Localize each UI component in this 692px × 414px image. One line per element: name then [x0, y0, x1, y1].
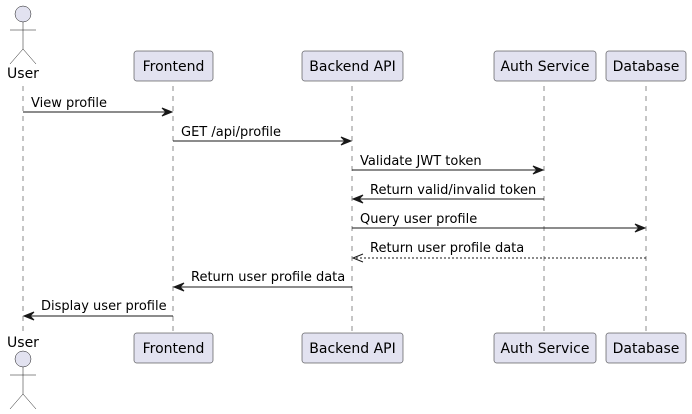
participant-backend-api-bottom: Backend API	[301, 332, 404, 364]
actor-icon	[9, 5, 37, 65]
message-query-user-profile: Query user profile	[352, 212, 647, 233]
participant-database-bottom: Database	[605, 332, 687, 364]
participant-database-label-top: Database	[613, 59, 680, 75]
message-label: Display user profile	[41, 299, 167, 314]
participant-box	[133, 332, 214, 364]
arrowhead-right-icon	[532, 165, 545, 175]
message-label: Validate JWT token	[360, 154, 482, 169]
participant-auth-service-top: Auth Service	[493, 50, 597, 82]
message-view-profile: View profile	[23, 96, 174, 117]
participant-backend-api-label-top: Backend API	[309, 59, 395, 75]
participant-box	[493, 50, 597, 82]
message-return-user-profile-data-api: Return user profile data	[172, 270, 352, 292]
message-return-user-profile-data-db: Return user profile data	[351, 241, 646, 263]
lifelines	[22, 86, 647, 334]
arrowhead-left-icon	[351, 194, 364, 204]
participant-frontend-label-top: Frontend	[143, 59, 205, 75]
arrowhead-left-icon	[172, 282, 185, 292]
message-get-api-profile: GET /api/profile	[173, 125, 353, 146]
participant-backend-api-label-bottom: Backend API	[309, 341, 395, 357]
actor-head	[14, 350, 32, 368]
participant-box	[605, 50, 687, 82]
arrowhead-right-icon	[161, 107, 174, 117]
participant-auth-service-bottom: Auth Service	[493, 332, 597, 364]
message-label: Query user profile	[360, 212, 477, 227]
message-return-valid-invalid-token: Return valid/invalid token	[351, 183, 544, 204]
participant-frontend-label-bottom: Frontend	[143, 341, 205, 357]
participant-frontend-top: Frontend	[133, 50, 214, 82]
message-label: Return user profile data	[191, 270, 345, 285]
message-label: Return valid/invalid token	[370, 183, 536, 198]
message-validate-jwt-token: Validate JWT token	[352, 154, 545, 175]
participant-database-label-bottom: Database	[613, 341, 680, 357]
actor-user-bottom: User	[7, 335, 39, 410]
actor-user-top: User	[7, 5, 39, 82]
participants-bottom: User Frontend Backend API Auth Service D…	[7, 332, 687, 410]
participant-box	[493, 332, 597, 364]
participant-auth-service-label-top: Auth Service	[500, 59, 589, 75]
message-label: Return user profile data	[370, 241, 524, 256]
participant-frontend-bottom: Frontend	[133, 332, 214, 364]
actor-user-label-top: User	[7, 66, 39, 82]
actor-leg-left	[9, 48, 24, 65]
participant-backend-api-top: Backend API	[301, 50, 404, 82]
arrowhead-right-icon	[634, 223, 647, 233]
actor-user-label-bottom: User	[7, 335, 39, 351]
actor-leg-right	[22, 48, 37, 65]
message-label: GET /api/profile	[181, 125, 281, 140]
messages: View profile GET /api/profile Validate J…	[22, 96, 647, 321]
message-display-user-profile: Display user profile	[22, 299, 173, 321]
participant-auth-service-label-bottom: Auth Service	[500, 341, 589, 357]
arrowhead-right-icon	[340, 136, 353, 146]
message-label: View profile	[31, 96, 107, 111]
participant-box	[301, 332, 404, 364]
participant-box	[301, 50, 404, 82]
actor-icon	[9, 350, 37, 410]
actor-head	[14, 5, 32, 23]
participant-database-top: Database	[605, 50, 687, 82]
participant-box	[133, 50, 214, 82]
arrowhead-open-left-icon	[351, 253, 364, 263]
participants-top: User Frontend Backend API Auth Service D…	[7, 5, 687, 82]
arrowhead-left-icon	[22, 311, 35, 321]
actor-leg-left	[9, 393, 24, 410]
actor-leg-right	[22, 393, 37, 410]
participant-box	[605, 332, 687, 364]
